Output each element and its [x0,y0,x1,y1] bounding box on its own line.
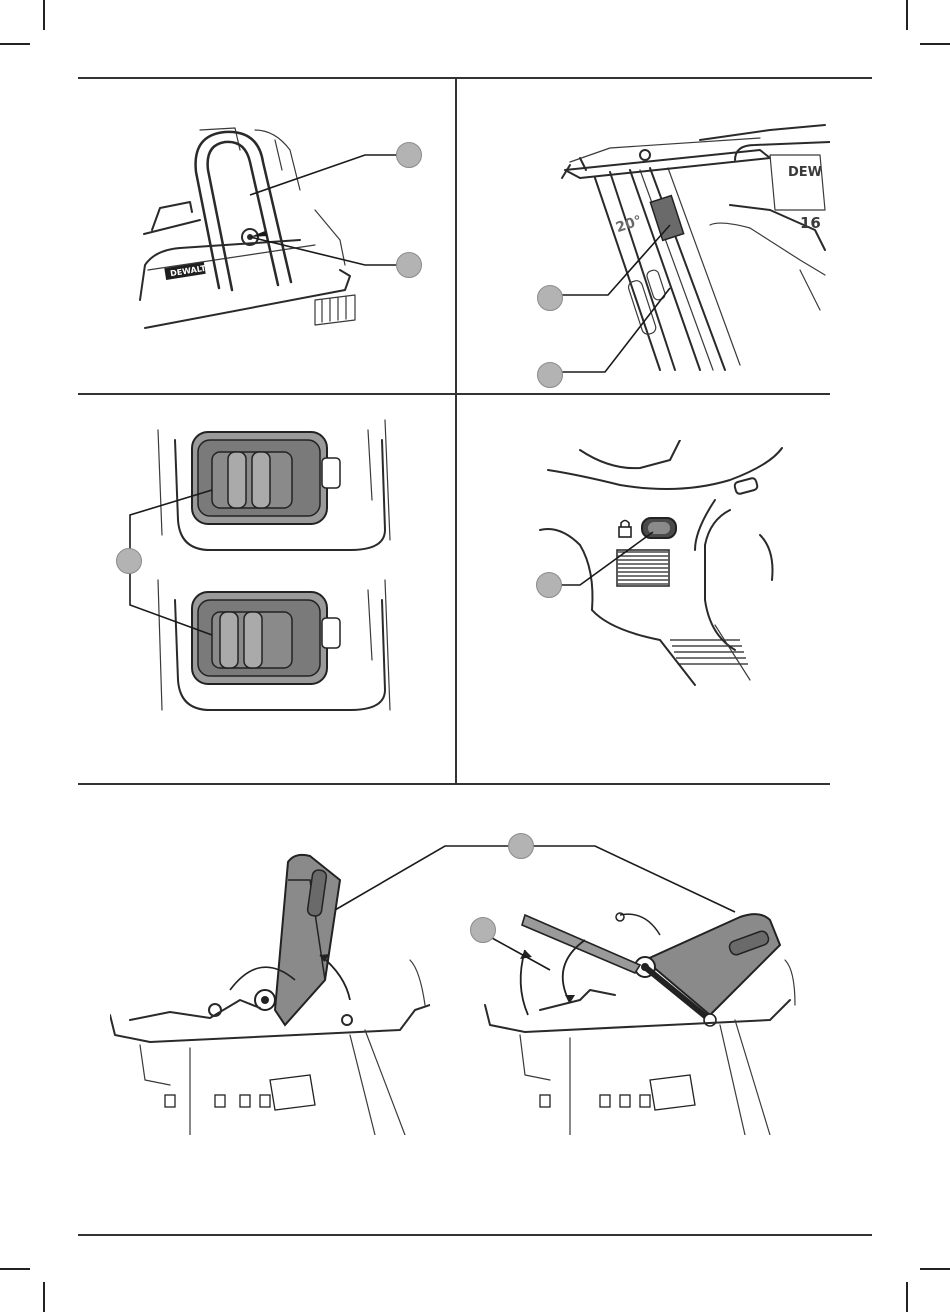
callout-belt-hook [396,142,422,168]
footer-rule [78,1234,872,1236]
callout-trigger-lock [536,572,562,598]
lock-icon [619,521,631,538]
crop-mark-top-right-h [920,43,950,45]
callout-follower [537,285,563,311]
callout-magazine [537,362,563,388]
crop-mark-top-left-v [43,0,45,30]
callout-rafter-hook [508,833,534,859]
callout-mode-selector [116,548,142,574]
row2-rule [78,783,830,785]
crop-mark-bottom-left-v [43,1282,45,1312]
figure-magazine: 20° DEW 16 [470,110,830,375]
crop-mark-bottom-left-h [0,1268,30,1270]
crop-mark-bottom-right-v [906,1282,908,1312]
magazine-voltage-badge: 16 [800,214,821,232]
hook-rotation-leaders [330,840,750,920]
figure-belt-hook: DEWALT [100,100,440,360]
magazine-brand-badge: DEW [788,165,822,180]
center-divider [455,78,457,784]
magazine-angle-marking: 20° [614,213,644,236]
crop-mark-top-left-h [0,43,30,45]
top-rule [78,77,872,79]
callout-hook-screw [396,252,422,278]
figure-trigger-lock [520,440,790,690]
crop-mark-bottom-right-h [920,1268,950,1270]
crop-mark-top-right-v [906,0,908,30]
row1-rule [78,393,830,395]
callout-hook-pivot [470,917,496,943]
